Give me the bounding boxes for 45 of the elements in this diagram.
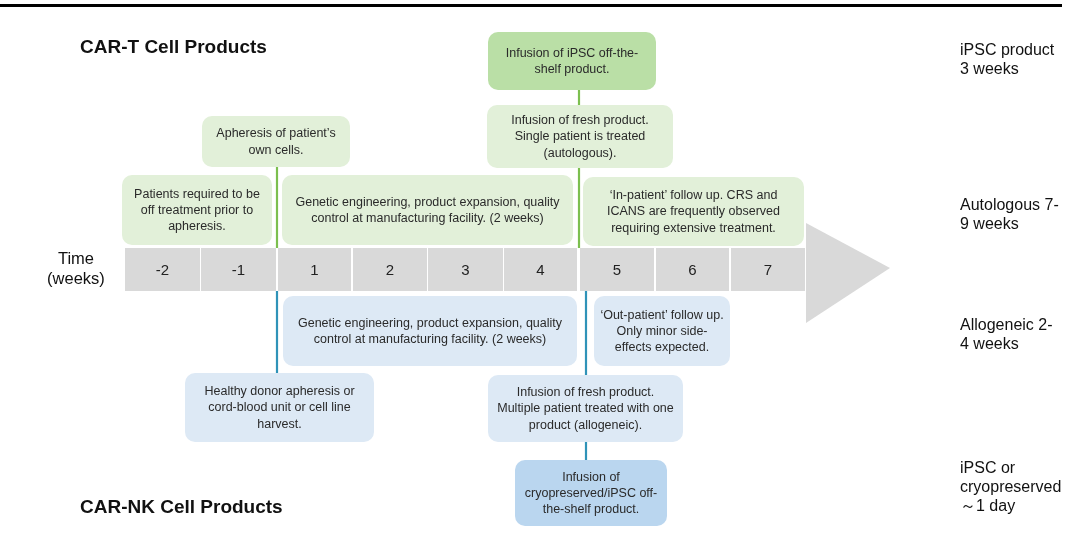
box-text: Patients required to be off treatment prior to apheresis. (133, 185, 261, 235)
note-box (185, 373, 374, 442)
box-text: Infusion of fresh product. Multiple patient treated with one product (allogeneic). (496, 384, 675, 433)
duration-label: iPSC or cryopreserved ～1 day (960, 458, 1060, 516)
week-cell: 1 (278, 248, 351, 291)
week-cell: 4 (504, 248, 577, 291)
connector-line (577, 90, 581, 105)
week-cell: 3 (428, 248, 503, 291)
connector-line (584, 291, 588, 375)
box-text: Apheresis of patient’s own cells. (215, 125, 337, 158)
box-text: ‘In-patient’ follow up. CRS and ICANS are frequently observed requiring extensive treatment. (606, 187, 781, 236)
connector-line (577, 168, 581, 248)
box-text: Genetic engineering, product expansion, quality control at manufacturing facility. (2 weeks) (294, 193, 561, 227)
duration-label: Allogeneic 2-4 weeks (960, 315, 1054, 354)
note-box (283, 296, 577, 366)
box-text: Infusion of cryopreserved/iPSC off-the-shelf product. (523, 468, 659, 518)
section-title: CAR-T Cell Products (80, 36, 268, 59)
connector-line (275, 291, 279, 373)
note-box (594, 296, 730, 366)
note-box (282, 175, 573, 245)
duration-label: iPSC product 3 weeks (960, 40, 1056, 79)
note-box (488, 32, 656, 90)
week-cell: 6 (656, 248, 729, 291)
week-cell: -2 (125, 248, 200, 291)
connector-line (275, 167, 279, 248)
week-cell: 5 (580, 248, 654, 291)
connector-line (584, 442, 588, 460)
box-text: ‘Out-patient’ follow up. Only minor side-effects expected. (600, 306, 724, 356)
week-cell: 2 (353, 248, 427, 291)
box-text: Infusion of fresh product. Single patient is treated (autologous). (510, 112, 650, 161)
box-text: Genetic engineering, product expansion, quality control at manufacturing facility. (2 weeks) (296, 314, 564, 348)
box-text: Healthy donor apheresis or cord-blood unit or cell line harvest. (203, 383, 356, 432)
note-box (488, 375, 683, 442)
week-cell: 7 (731, 248, 805, 291)
note-box (487, 105, 673, 168)
section-title: CAR-NK Cell Products (80, 496, 284, 519)
note-box (583, 177, 804, 246)
duration-label: Autologous 7-9 weeks (960, 195, 1060, 234)
note-box (122, 175, 272, 245)
week-cell: -1 (201, 248, 276, 291)
axis-label: Time (weeks) (46, 249, 106, 289)
box-text: Infusion of iPSC off-the-shelf product. (504, 44, 640, 78)
note-box (202, 116, 350, 167)
timeline-band (125, 248, 805, 291)
note-box (515, 460, 667, 526)
